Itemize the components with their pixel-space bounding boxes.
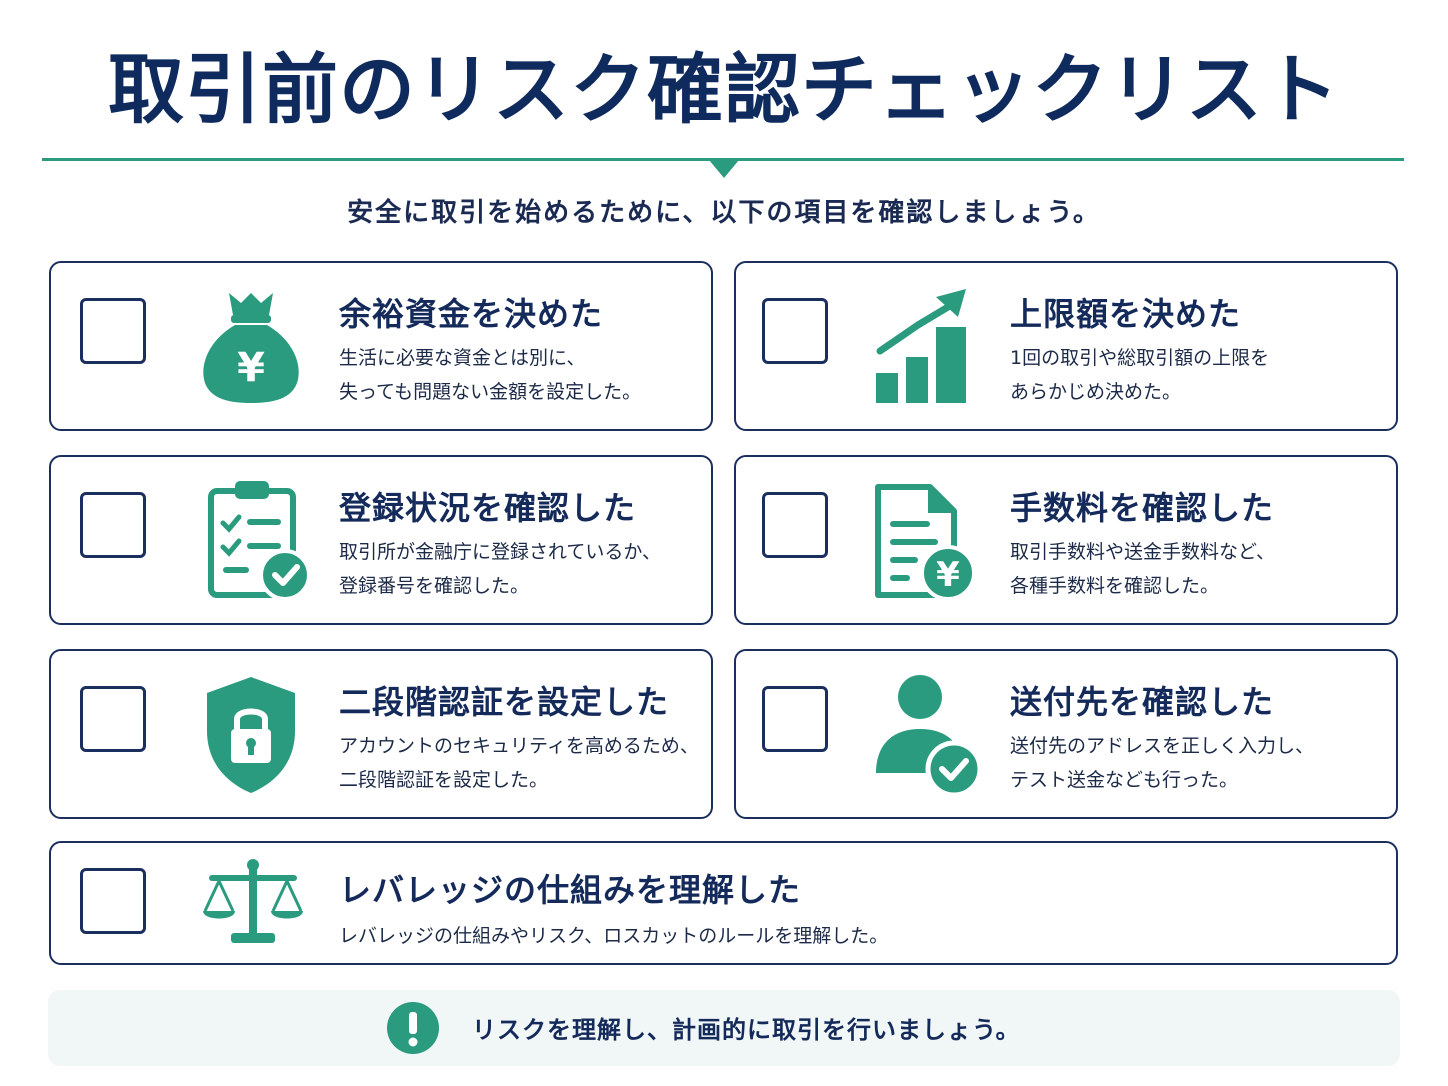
page-title: 取引前のリスク確認チェックリスト [108,45,1340,134]
card-desc-line1: 生活に必要な資金とは別に、 [339,347,586,369]
card-desc-line1: レバレッジの仕組みやリスク、ロスカットのルールを理解した。 [339,925,889,947]
checkbox-limit[interactable] [762,298,828,364]
svg-text:¥: ¥ [936,555,960,595]
card-desc-line1: 1回の取引や総取引額の上限を [1010,347,1270,369]
checklist-card-spare-funds: ¥ 余裕資金を決めた 生活に必要な資金とは別に、 失っても問題ない金額を設定した… [49,261,713,431]
document-yen-icon: ¥ [875,484,976,601]
footer-note: リスクを理解し、計画的に取引を行いましょう。 [48,990,1400,1066]
checklist-card-leverage: レバレッジの仕組みを理解した レバレッジの仕組みやリスク、ロスカットのルールを理… [49,841,1398,965]
card-desc-line1: アカウントのセキュリティを高めるため、 [339,735,699,757]
checklist-card-fees: ¥ 手数料を確認した 取引手数料や送金手数料など、 各種手数料を確認した。 [734,455,1398,625]
checklist-card-limit: 上限額を決めた 1回の取引や総取引額の上限を あらかじめ決めた。 [734,261,1398,431]
card-title: 余裕資金を決めた [339,295,604,333]
checkbox-spare-funds[interactable] [80,298,146,364]
card-desc-line2: あらかじめ決めた。 [1010,381,1182,403]
svg-text:¥: ¥ [237,345,265,391]
card-title: 二段階認証を設定した [339,683,670,721]
checklist-card-registration: 登録状況を確認した 取引所が金融庁に登録されているか、 登録番号を確認した。 [49,455,713,625]
card-title: 手数料を確認した [1010,489,1275,527]
exclamation-circle-icon [387,1002,439,1054]
card-title: レバレッジの仕組みを理解した [339,871,802,909]
shield-lock-icon [207,677,295,793]
checkbox-destination[interactable] [762,686,828,752]
card-desc-line2: 各種手数料を確認した。 [1010,575,1220,597]
checklist-card-destination: 送付先を確認した 送付先のアドレスを正しく入力し、 テスト送金なども行った。 [734,649,1398,819]
card-desc-line2: 二段階認証を設定した。 [339,769,549,791]
card-desc-line1: 送付先のアドレスを正しく入力し、 [1010,735,1315,757]
card-desc-line1: 取引手数料や送金手数料など、 [1010,541,1276,563]
balance-scale-icon [203,859,303,943]
card-title: 送付先を確認した [1010,683,1275,721]
clipboard-check-icon [208,481,311,601]
card-title: 上限額を決めた [1010,295,1242,333]
page-subtitle: 安全に取引を始めるために、以下の項目を確認しましょう。 [347,198,1101,228]
card-desc-line1: 取引所が金融庁に登録されているか、 [339,541,662,563]
checklist-card-two-factor: 二段階認証を設定した アカウントのセキュリティを高めるため、 二段階認証を設定し… [49,649,713,819]
title-divider [42,158,1404,161]
checkbox-fees[interactable] [762,492,828,558]
user-check-icon [876,675,982,797]
card-title: 登録状況を確認した [339,489,637,527]
footer-text: リスクを理解し、計画的に取引を行いましょう。 [472,1016,1021,1044]
checkbox-two-factor[interactable] [80,686,146,752]
divider-notch [709,160,739,178]
card-desc-line2: 登録番号を確認した。 [339,575,530,597]
money-bag-yen-icon: ¥ [203,293,299,403]
growth-chart-icon [876,289,966,403]
checkbox-leverage[interactable] [80,868,146,934]
checkbox-registration[interactable] [80,492,146,558]
card-desc-line2: 失っても問題ない金額を設定した。 [339,381,642,403]
card-desc-line2: テスト送金なども行った。 [1010,769,1239,791]
